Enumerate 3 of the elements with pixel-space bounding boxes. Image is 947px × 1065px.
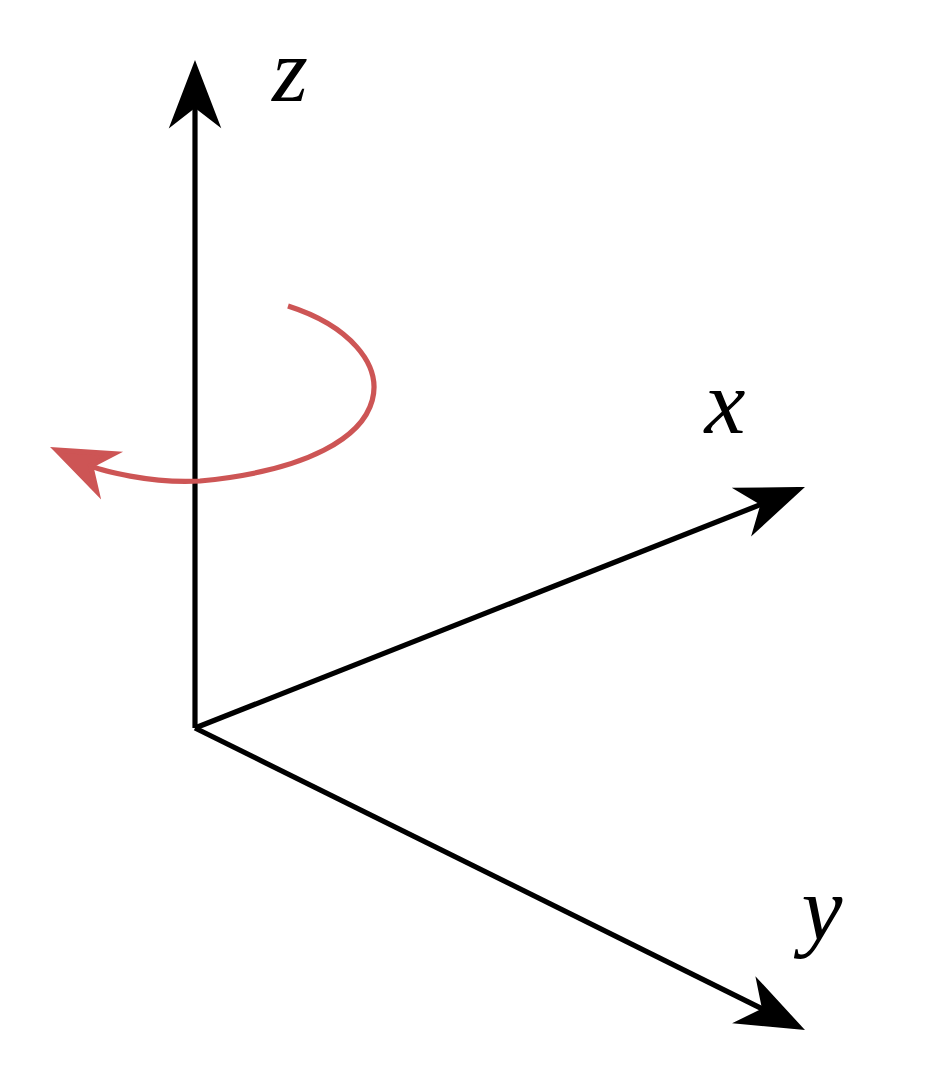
axis-label: y	[793, 896, 843, 960]
axis-label: z	[271, 58, 307, 102]
axis-label: x	[703, 390, 745, 434]
